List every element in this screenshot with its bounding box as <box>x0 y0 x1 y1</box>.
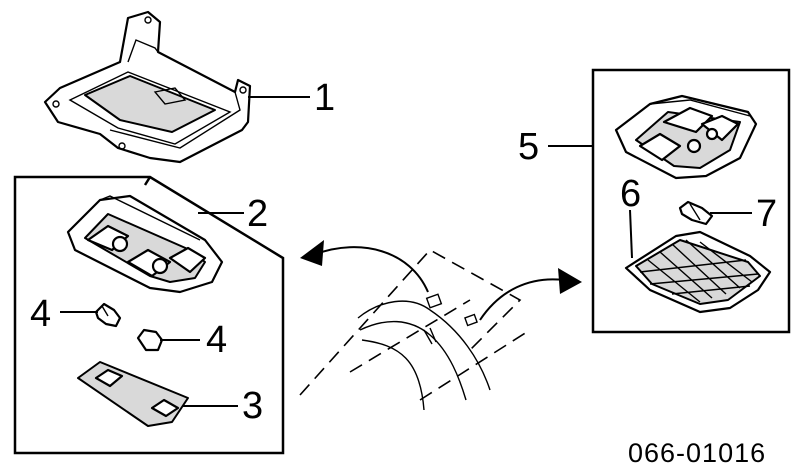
vehicle-roof-sketch <box>299 248 531 411</box>
part-4-bulb-left <box>94 302 122 328</box>
label-part-5: 5 <box>518 126 539 168</box>
label-part-2: 2 <box>247 193 268 235</box>
part-4-bulb-right <box>136 328 164 352</box>
label-part-1: 1 <box>314 77 335 119</box>
right-parts-frame <box>591 68 791 334</box>
part-7-bulb <box>678 200 714 226</box>
label-part-4-right: 4 <box>206 319 227 361</box>
part-5-map-lamp-assembly <box>614 94 758 180</box>
label-part-6: 6 <box>620 173 641 215</box>
label-part-4-left: 4 <box>30 293 51 335</box>
arrow-to-right-assembly <box>479 268 582 321</box>
leader-line-6 <box>629 209 633 259</box>
part-3-lens <box>77 361 189 427</box>
part-1-bracket <box>43 10 252 164</box>
part-6-lens-grid <box>624 230 772 314</box>
label-part-3: 3 <box>242 385 263 427</box>
label-part-7: 7 <box>756 193 777 235</box>
arrow-to-left-assembly <box>300 240 429 293</box>
part-2-lamp-housing <box>66 194 224 294</box>
left-parts-frame <box>13 175 285 455</box>
diagram-code: 066-01016 <box>628 438 766 467</box>
